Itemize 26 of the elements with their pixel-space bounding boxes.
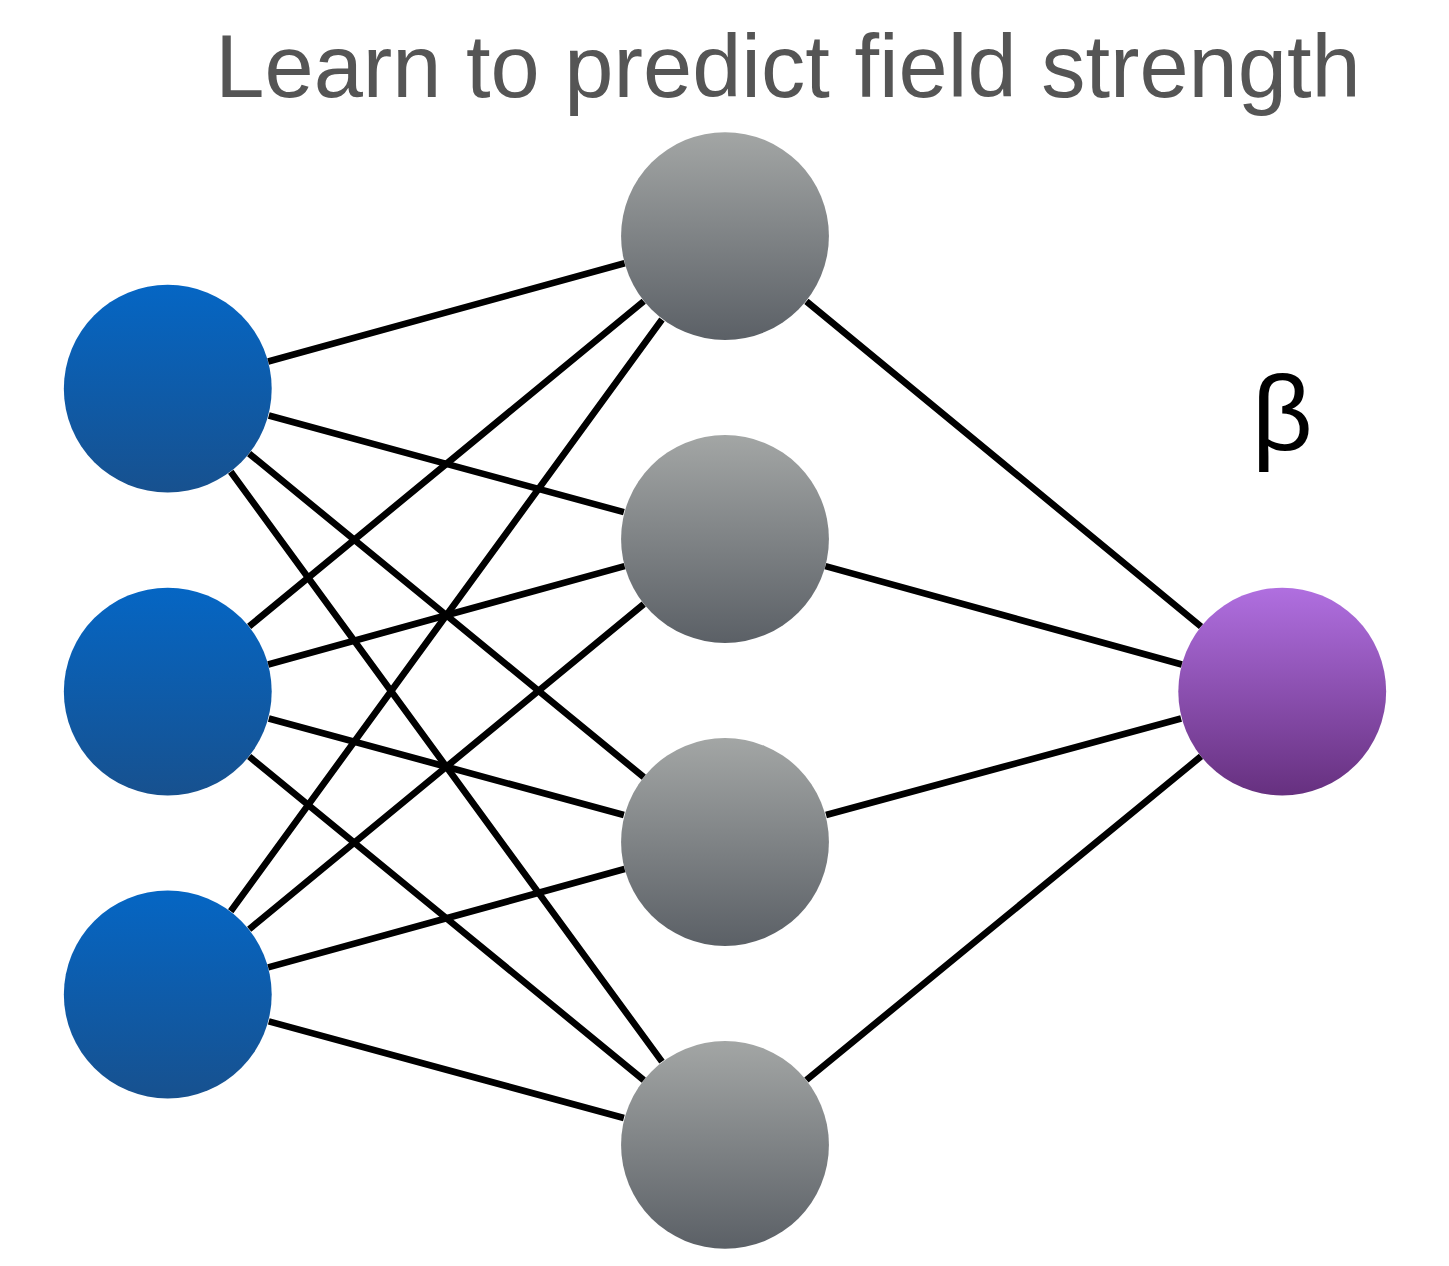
connector [267,715,625,819]
connector [266,865,625,971]
connector [267,1018,625,1122]
connector [227,469,665,1064]
connector [227,317,665,914]
connector [246,298,646,629]
node-circle [63,587,272,796]
node-circle [620,132,829,340]
connector [824,715,1182,819]
label: β [1251,354,1313,473]
connector [246,753,646,1083]
node-circle [63,890,272,1099]
node-circle [620,1040,829,1249]
connector [824,562,1183,668]
connector [803,753,1203,1083]
connector [266,562,625,668]
node-circle [620,738,829,946]
connector [267,412,625,516]
node-circle [1177,587,1386,796]
node-circle [620,435,829,643]
connector [266,260,625,365]
node-circle [63,284,272,493]
connector [246,451,646,780]
connector [803,298,1203,629]
connector [246,601,646,932]
diagram-title: Learn to predict field strength [214,16,1361,116]
